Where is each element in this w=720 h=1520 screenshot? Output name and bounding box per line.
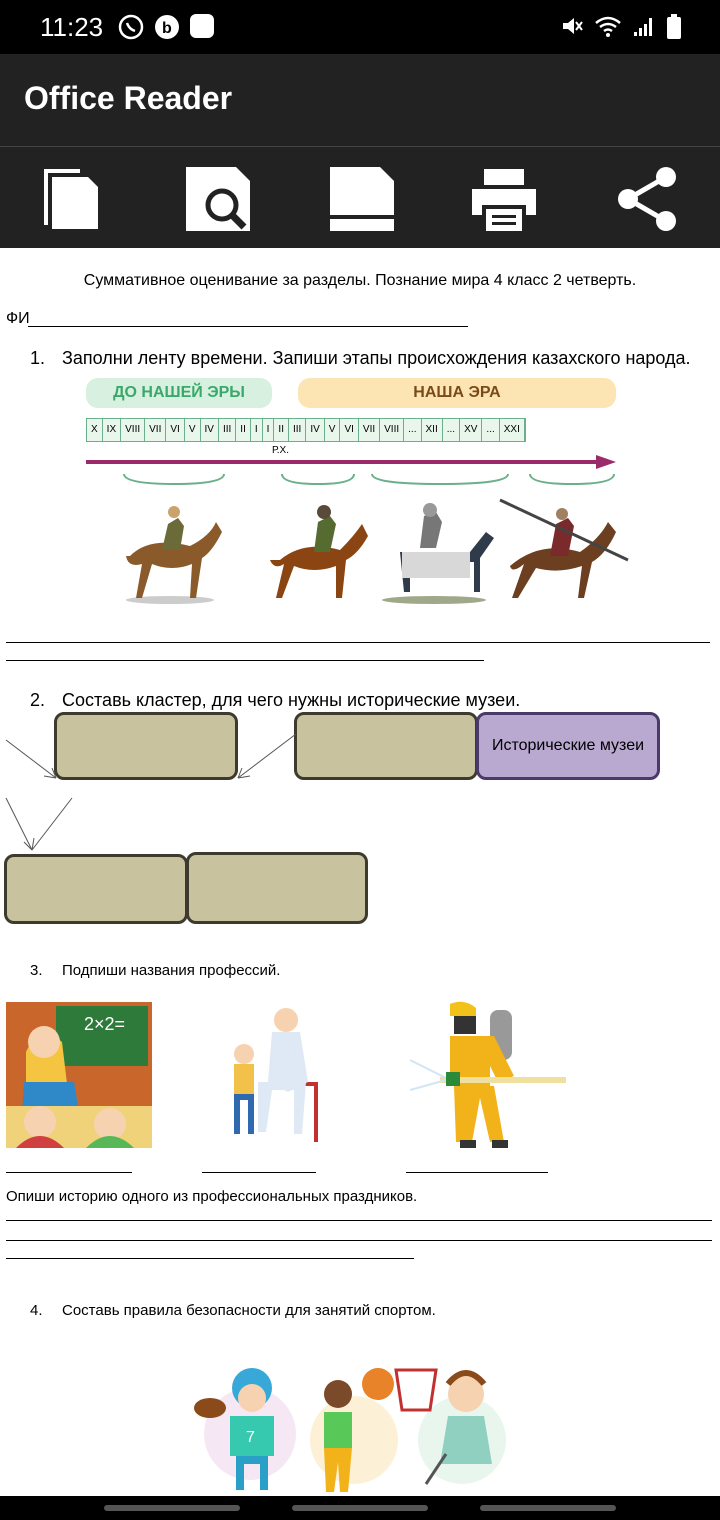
q2-number: 2. — [30, 690, 46, 710]
q1-text: Заполни ленту времени. Запиши этапы прои… — [62, 348, 691, 368]
svg-text:7: 7 — [246, 1429, 255, 1446]
q1-answer-line-1 — [6, 642, 710, 643]
nav-recent-button[interactable] — [104, 1505, 240, 1511]
q4-text: Составь правила безопасности для занятий… — [62, 1302, 436, 1319]
firefighter-image — [410, 1001, 566, 1148]
century-cell: XII — [422, 419, 443, 441]
nav-back-button[interactable] — [480, 1505, 616, 1511]
century-cell: IV — [306, 419, 325, 441]
app-bar: Office Reader — [0, 54, 720, 146]
app-notification-icon — [190, 14, 214, 38]
century-cell: ... — [404, 419, 422, 441]
historical-horsemen-image — [126, 498, 629, 604]
wifi-icon — [595, 16, 621, 37]
battery-icon — [667, 14, 681, 39]
rx-marker: Р.Х. — [272, 445, 290, 456]
century-cell: I — [251, 419, 263, 441]
document-page: Суммативное оценивание за разделы. Позна… — [0, 248, 720, 1496]
svg-text:2×2=: 2×2= — [84, 1014, 125, 1034]
toolbar — [0, 146, 720, 248]
timeline-arrow — [86, 455, 616, 469]
century-cell: VI — [340, 419, 359, 441]
century-cell: III — [219, 419, 237, 441]
document-icon[interactable] — [326, 163, 398, 235]
century-cell: II — [236, 419, 251, 441]
app-title: Office Reader — [24, 80, 233, 116]
century-cell: V — [325, 419, 341, 441]
mute-icon — [563, 18, 583, 34]
century-cell: XV — [460, 419, 483, 441]
svg-text:b: b — [162, 20, 172, 37]
cluster-box-2 — [294, 712, 478, 780]
copy-icon[interactable] — [38, 163, 110, 235]
century-cell: VIII — [121, 419, 146, 441]
q3-answer-line-1 — [6, 1220, 712, 1221]
signal-icon — [634, 18, 652, 36]
q2-text: Составь кластер, для чего нужны историче… — [62, 690, 521, 710]
q3-number: 3. — [30, 962, 43, 979]
cluster-arrows — [5, 733, 297, 851]
century-cell: XXI — [500, 419, 525, 441]
status-time: 11:23 — [40, 12, 104, 42]
sport-kids-image: 7 — [194, 1368, 506, 1492]
system-icons — [560, 14, 682, 40]
q3-subtask: Опиши историю одного из профессиональных… — [6, 1188, 418, 1205]
century-cell: III — [289, 419, 307, 441]
century-cell: ... — [443, 419, 461, 441]
century-cell: IV — [201, 419, 219, 441]
cluster-box-3 — [4, 854, 188, 924]
b-app-icon: b — [155, 15, 179, 39]
q1-answer-line-2 — [6, 660, 484, 661]
share-icon[interactable] — [612, 163, 684, 235]
q1-number: 1. — [30, 348, 46, 368]
century-cell: VI — [166, 419, 185, 441]
nurse-image — [234, 1008, 318, 1142]
notification-icons: b — [118, 14, 214, 40]
century-cell: VII — [359, 419, 381, 441]
nav-home-button[interactable] — [292, 1505, 428, 1511]
cluster-box-4 — [186, 852, 368, 924]
century-cell: VII — [145, 419, 167, 441]
era-before-label: ДО НАШЕЙ ЭРЫ — [86, 378, 272, 408]
q3-answer-line-3 — [6, 1258, 414, 1259]
profession-line-1 — [6, 1172, 132, 1173]
profession-line-2 — [202, 1172, 316, 1173]
search-document-icon[interactable] — [182, 163, 254, 235]
name-label: ФИ — [6, 310, 30, 327]
print-icon[interactable] — [468, 163, 540, 235]
q4-number: 4. — [30, 1302, 43, 1319]
profession-line-3 — [406, 1172, 548, 1173]
whatsapp-icon — [118, 14, 144, 40]
century-cell: ... — [482, 419, 500, 441]
century-cell: IX — [103, 419, 122, 441]
q3-text: Подпиши названия профессий. — [62, 962, 281, 979]
q3-answer-line-2 — [6, 1240, 712, 1241]
document-heading: Суммативное оценивание за разделы. Позна… — [83, 272, 637, 289]
century-cell: II — [274, 419, 289, 441]
navigation-bar — [0, 1496, 720, 1520]
century-cell: X — [87, 419, 103, 441]
name-answer-line — [28, 326, 468, 327]
century-cell: VIII — [380, 419, 405, 441]
century-cell: V — [185, 419, 201, 441]
cluster-center-box: Исторические музеи — [476, 712, 660, 780]
century-cell: I — [263, 419, 275, 441]
cluster-box-1 — [54, 712, 238, 780]
status-bar: 11:23 b — [0, 0, 720, 54]
teacher-image: 2×2= — [6, 1002, 152, 1148]
timeline-braces — [123, 473, 615, 486]
era-after-label: НАША ЭРА — [298, 378, 616, 408]
